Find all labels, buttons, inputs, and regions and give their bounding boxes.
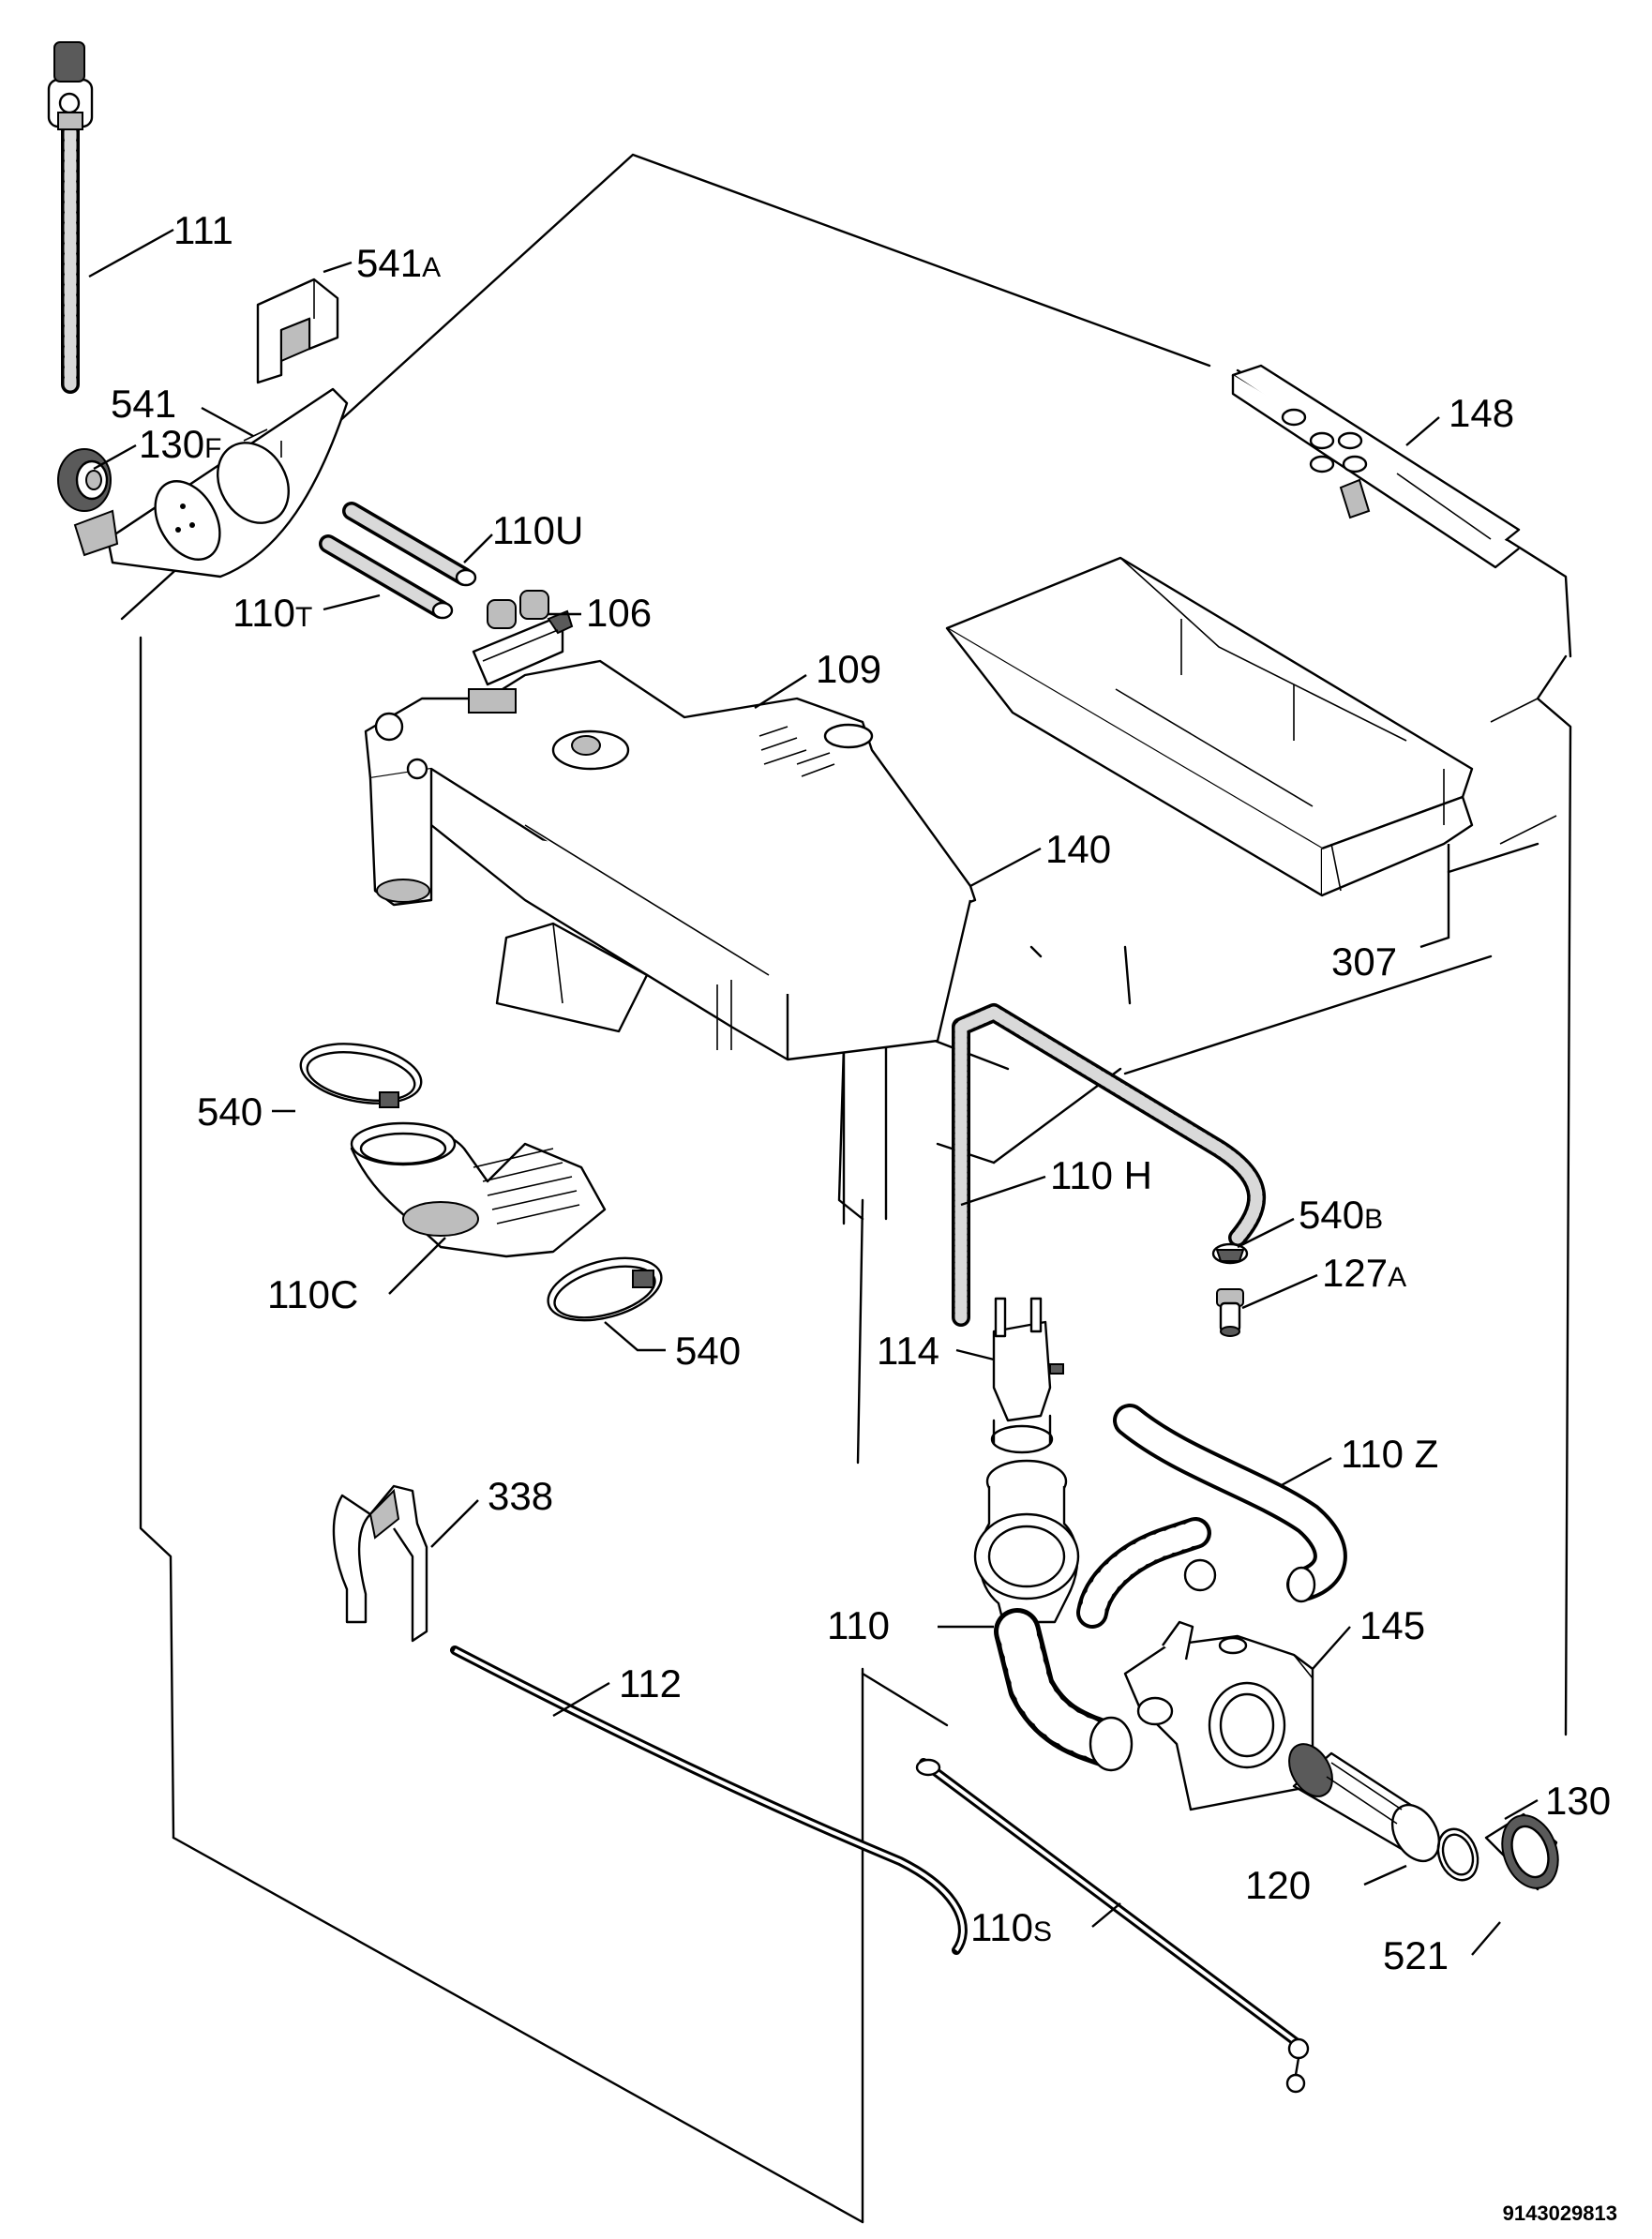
hose-140 [952, 1003, 1266, 1327]
callout-109: 109 [816, 647, 881, 691]
drain-tube-110s [915, 1758, 1310, 2094]
ring-130 [1436, 1827, 1479, 1882]
callout-114: 114 [877, 1329, 939, 1373]
callout-106: 106 [586, 591, 652, 635]
hose-support-338 [332, 1484, 428, 1643]
callout-307: 307 [1331, 939, 1397, 984]
callout-145: 145 [1359, 1603, 1425, 1647]
callout-110h: 110 H [1050, 1153, 1152, 1197]
callout-541a: 541A [356, 241, 441, 285]
callout-338: 338 [488, 1474, 553, 1518]
callout-540-lower: 540 [675, 1329, 741, 1373]
clamp-540-lower [547, 1256, 663, 1322]
callout-130: 130 [1545, 1779, 1611, 1823]
sensor-114 [990, 1297, 1064, 1454]
callout-140: 140 [1045, 827, 1111, 871]
cap-521 [1484, 1812, 1559, 1891]
dispenser-housing-109 [364, 659, 977, 1061]
drain-hose-112 [450, 1645, 968, 1955]
callout-540b: 540B [1299, 1193, 1383, 1237]
detergent-drawer-307 [945, 556, 1474, 897]
clamp-540b [1211, 1242, 1249, 1265]
callout-120: 120 [1245, 1863, 1311, 1907]
cabinet-outline [120, 153, 1572, 2224]
nozzle-127a [1216, 1288, 1244, 1337]
callout-110z: 110 Z [1341, 1432, 1438, 1476]
pump-housing-145 [1123, 1620, 1314, 1811]
cover-148 [1231, 364, 1521, 569]
callout-110c: 110C [267, 1272, 358, 1316]
clamp-540-upper [299, 1043, 423, 1108]
callout-541: 541 [111, 382, 176, 426]
callout-130f: 130F [139, 422, 221, 466]
callout-521: 521 [1383, 1933, 1449, 1977]
cap-130f [57, 448, 112, 512]
panel-541 [73, 387, 349, 579]
callout-540-upper: 540 [197, 1089, 263, 1134]
valve-106 [472, 590, 574, 686]
bellows-110c [350, 1121, 607, 1258]
callout-110: 110 [827, 1603, 890, 1647]
callout-110t: 110T [233, 591, 312, 635]
callout-148: 148 [1449, 391, 1514, 435]
inlet-hose-111 [47, 41, 94, 394]
callout-labels: 111 541A 541 130F 110U 110T 106 109 148 … [111, 208, 1611, 1977]
document-number: 9143029813 [1503, 2201, 1617, 2225]
callout-110u: 110U [492, 508, 583, 552]
tubes-110u-110t [319, 502, 477, 620]
filter-120 [1288, 1743, 1441, 1863]
hose-110z [1113, 1404, 1347, 1603]
pump-hose-110 [973, 1459, 1217, 1772]
callout-127a: 127A [1322, 1251, 1406, 1295]
clip-541a [256, 278, 339, 384]
leader-lines [88, 228, 1539, 1956]
callout-111: 111 [173, 208, 233, 252]
callout-112: 112 [619, 1661, 682, 1706]
callout-110s: 110S [970, 1905, 1052, 1949]
